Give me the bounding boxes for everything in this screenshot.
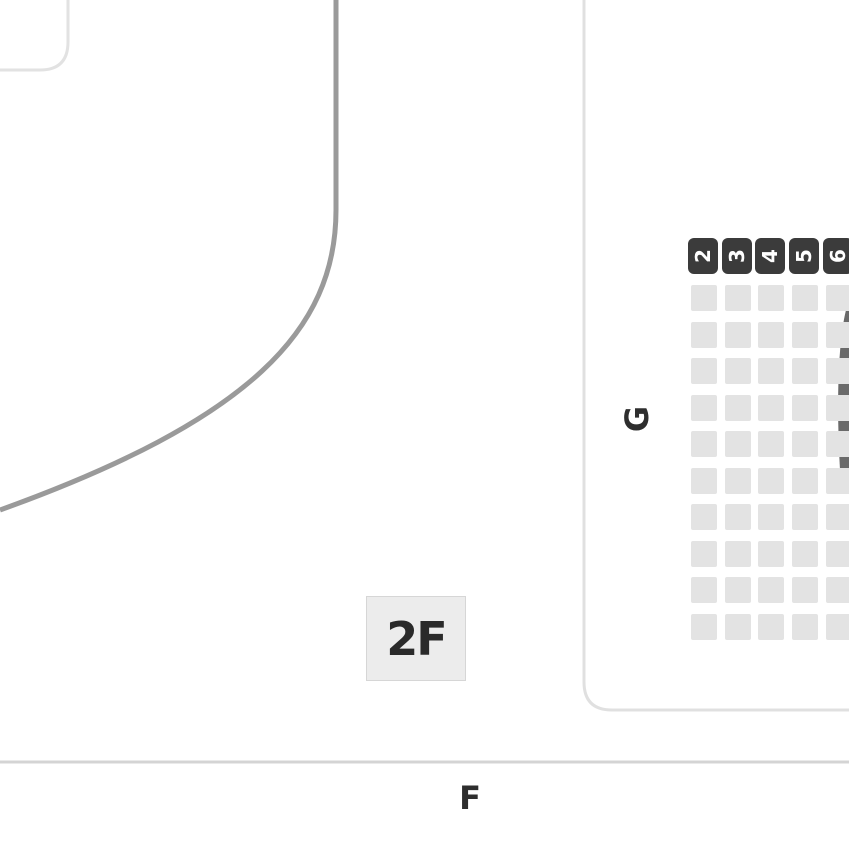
section-f-label: F xyxy=(459,779,481,817)
seat[interactable] xyxy=(792,468,818,494)
seat[interactable] xyxy=(758,614,784,640)
seat[interactable] xyxy=(758,322,784,348)
seat[interactable] xyxy=(758,468,784,494)
seat[interactable] xyxy=(725,395,751,421)
column-number-badge: 4 xyxy=(755,238,785,274)
seat[interactable] xyxy=(792,431,818,457)
seat[interactable] xyxy=(725,358,751,384)
seat[interactable] xyxy=(826,504,849,530)
seat[interactable] xyxy=(758,395,784,421)
seat[interactable] xyxy=(792,504,818,530)
seat[interactable] xyxy=(826,431,849,457)
seat[interactable] xyxy=(691,431,717,457)
seat[interactable] xyxy=(758,577,784,603)
column-number-badge: 5 xyxy=(789,238,819,274)
seat[interactable] xyxy=(691,577,717,603)
seat[interactable] xyxy=(725,431,751,457)
seat[interactable] xyxy=(826,577,849,603)
seat[interactable] xyxy=(725,577,751,603)
seat[interactable] xyxy=(691,468,717,494)
seat[interactable] xyxy=(758,541,784,567)
seat[interactable] xyxy=(758,285,784,311)
seat[interactable] xyxy=(691,358,717,384)
seat[interactable] xyxy=(725,322,751,348)
seat[interactable] xyxy=(691,395,717,421)
upper-left-panel-outline xyxy=(0,0,70,72)
seat[interactable] xyxy=(826,358,849,384)
seat[interactable] xyxy=(758,431,784,457)
seat[interactable] xyxy=(826,614,849,640)
seat[interactable] xyxy=(826,285,849,311)
seat[interactable] xyxy=(691,541,717,567)
seat[interactable] xyxy=(792,395,818,421)
seat[interactable] xyxy=(826,468,849,494)
seat[interactable] xyxy=(792,577,818,603)
seat[interactable] xyxy=(792,358,818,384)
stage-curve-outline xyxy=(0,0,339,513)
seat[interactable] xyxy=(725,468,751,494)
seat[interactable] xyxy=(691,285,717,311)
seat[interactable] xyxy=(826,395,849,421)
seat[interactable] xyxy=(758,358,784,384)
seat[interactable] xyxy=(792,541,818,567)
column-number-badge: 3 xyxy=(722,238,752,274)
seat[interactable] xyxy=(725,504,751,530)
seat[interactable] xyxy=(725,614,751,640)
seat[interactable] xyxy=(725,285,751,311)
seat[interactable] xyxy=(792,322,818,348)
seat[interactable] xyxy=(691,614,717,640)
column-number-badge: 2 xyxy=(688,238,718,274)
seat[interactable] xyxy=(725,541,751,567)
column-number-badge: 6 xyxy=(823,238,849,274)
seat[interactable] xyxy=(792,614,818,640)
seat[interactable] xyxy=(826,541,849,567)
seat[interactable] xyxy=(691,504,717,530)
section-g-panel-outline xyxy=(582,0,849,712)
seat[interactable] xyxy=(758,504,784,530)
section-g-label: G xyxy=(618,405,656,433)
floor-badge[interactable]: 2F xyxy=(366,596,466,681)
seat[interactable] xyxy=(826,322,849,348)
seat[interactable] xyxy=(792,285,818,311)
seat[interactable] xyxy=(691,322,717,348)
